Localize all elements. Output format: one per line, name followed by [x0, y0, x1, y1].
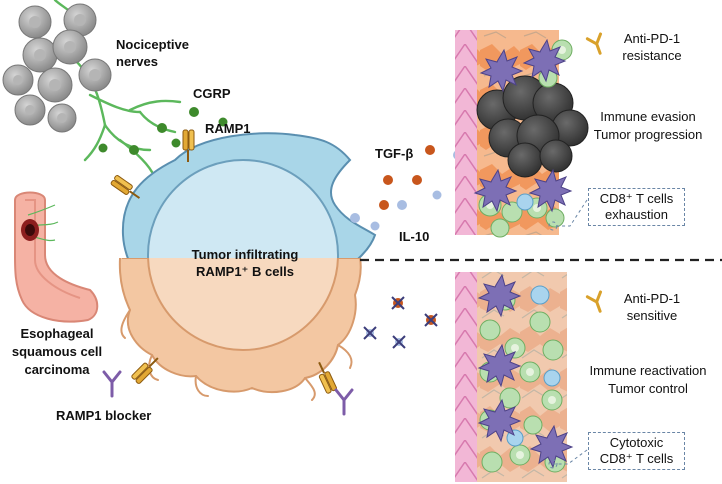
ramp1-receptors [110, 129, 337, 394]
dendritic-cells-upper [473, 38, 573, 213]
tumor-microenvironment-resistant [455, 30, 589, 238]
tumor-mass [476, 75, 589, 178]
tgf-beta-molecules [379, 145, 435, 210]
callout-connectors [548, 199, 588, 469]
tumor-microenvironment-sensitive [455, 272, 574, 482]
blocked-molecules [363, 296, 438, 349]
nerve-fibers [53, 0, 182, 174]
ramp1-label: RAMP1 [205, 121, 251, 136]
esophagus-illustration [14, 191, 99, 323]
cgrp-label: CGRP [193, 86, 231, 101]
nociceptive-neuron-cluster [2, 0, 182, 174]
il10-label: IL-10 [399, 229, 430, 244]
dendritic-cells-lower [477, 273, 574, 469]
tgf-beta-label: TGF-β [375, 146, 414, 161]
ramp1-b-cell [118, 132, 377, 401]
cgrp-molecules [98, 107, 228, 155]
il10-molecules [350, 150, 463, 231]
ramp1-blocker-label: RAMP1 blocker [56, 408, 152, 423]
anti-pd1-antibody-icon [585, 32, 603, 313]
ramp1-blockers [102, 370, 354, 416]
